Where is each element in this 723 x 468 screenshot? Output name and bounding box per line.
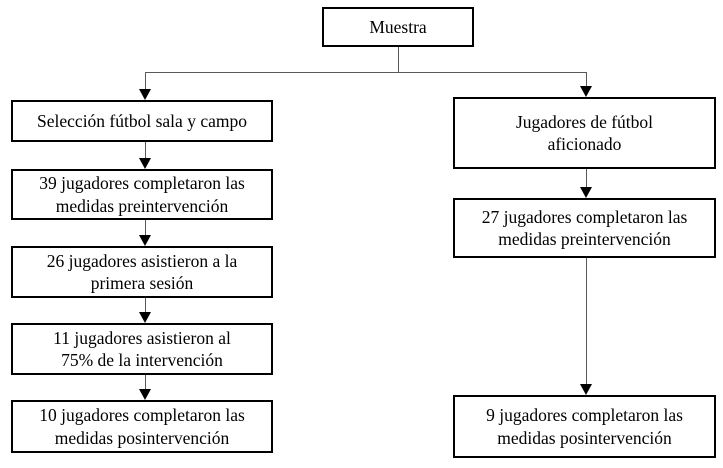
connector-left-1-2 <box>145 142 146 159</box>
arrow-down-icon <box>139 158 151 169</box>
connector-drop-right <box>586 72 587 87</box>
flowchart-box-muestra: Muestra <box>322 7 474 47</box>
connector-right-1-2 <box>586 169 587 188</box>
connector-root-stem <box>398 47 399 72</box>
arrow-down-icon <box>139 312 151 323</box>
connector-drop-left <box>145 72 146 90</box>
arrow-down-icon <box>580 187 592 198</box>
connector-right-2-3-long <box>586 258 587 385</box>
flowchart-box-10-posintervencion: 10 jugadores completaron las medidas pos… <box>11 400 273 453</box>
flowchart-box-aficionado: Jugadores de fútbol aficionado <box>453 97 716 169</box>
flowchart-box-39-preintervencion: 39 jugadores completaron las medidas pre… <box>11 169 273 220</box>
flowchart-box-seleccion: Selección fútbol sala y campo <box>11 100 273 142</box>
arrow-down-icon <box>580 86 592 97</box>
arrow-down-icon <box>139 235 151 246</box>
arrow-down-icon <box>139 389 151 400</box>
flowchart-box-27-preintervencion: 27 jugadores completaron las medidas pre… <box>453 198 716 258</box>
connector-left-3-4 <box>145 298 146 313</box>
arrow-down-icon <box>139 89 151 100</box>
flowchart-box-26-primera-sesion: 26 jugadores asistieron a la primera ses… <box>11 246 273 298</box>
arrow-down-icon <box>580 384 592 395</box>
connector-left-2-3 <box>145 220 146 236</box>
connector-left-4-5 <box>145 375 146 390</box>
connector-branch-horizontal <box>145 72 586 73</box>
flowchart-box-9-posintervencion: 9 jugadores completaron las medidas posi… <box>453 395 716 458</box>
flowchart-box-11-75pct: 11 jugadores asistieron al 75% de la int… <box>11 323 273 375</box>
